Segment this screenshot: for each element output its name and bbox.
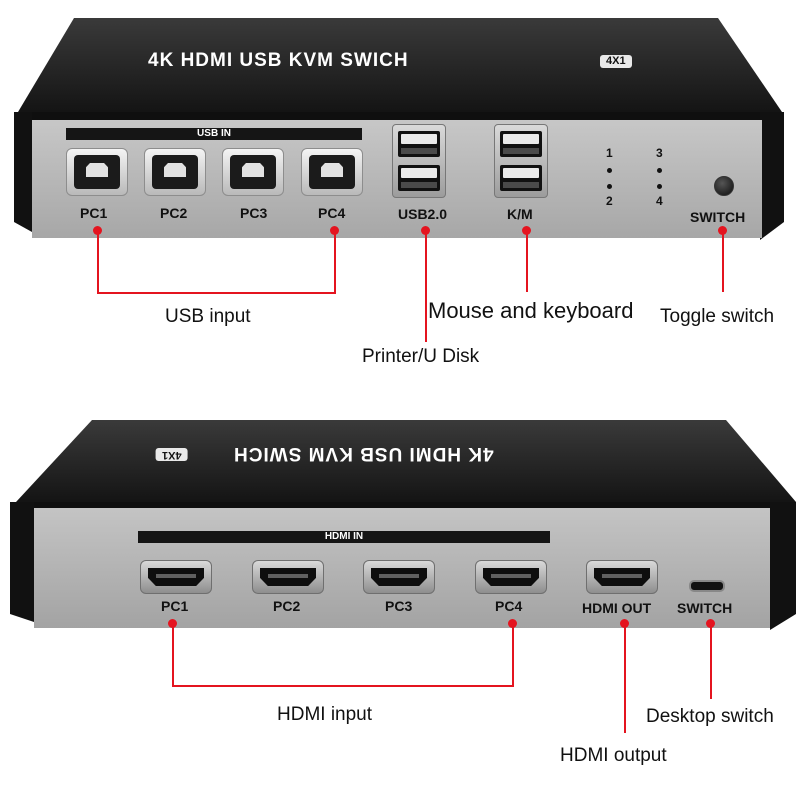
callout-mouse-keyboard: Mouse and keyboard bbox=[428, 298, 634, 323]
km-label: K/M bbox=[507, 206, 533, 222]
bottom-port-label-pc1: PC1 bbox=[161, 598, 189, 614]
top-device: 4K HDMI USB KVM SWICH 4X1 USB IN PC1 PC2… bbox=[0, 0, 800, 250]
top-port-label-pc2: PC2 bbox=[160, 205, 188, 221]
hdmi-port-pc1[interactable] bbox=[140, 560, 212, 594]
bottom-port-label-pc3: PC3 bbox=[385, 598, 413, 614]
indicator-4-led bbox=[657, 184, 662, 189]
usb2-port-stack[interactable] bbox=[392, 124, 446, 198]
usb-b-port-pc1[interactable] bbox=[66, 148, 128, 196]
callout-usb-input: USB input bbox=[165, 306, 251, 327]
desktop-switch-port[interactable] bbox=[689, 580, 725, 592]
indicator-4-label: 4 bbox=[656, 194, 663, 208]
callout-printer-udisk: Printer/U Disk bbox=[362, 346, 480, 367]
usb-in-bar: USB IN bbox=[66, 128, 362, 140]
top-badge: 4X1 bbox=[600, 55, 632, 68]
usb2-label: USB2.0 bbox=[398, 206, 448, 222]
usb-b-port-pc2[interactable] bbox=[144, 148, 206, 196]
top-port-label-pc3: PC3 bbox=[240, 205, 268, 221]
toggle-switch-button[interactable] bbox=[714, 176, 734, 196]
indicator-3-led bbox=[657, 168, 662, 173]
top-title: 4K HDMI USB KVM SWICH bbox=[148, 50, 409, 71]
usb-b-port-pc3[interactable] bbox=[222, 148, 284, 196]
bottom-device: 4K HDMI USB KVM SWICH 4X1 HDMI IN PC1 PC… bbox=[0, 400, 800, 650]
top-switch-label: SWITCH bbox=[690, 209, 746, 225]
hdmi-in-bar: HDMI IN bbox=[138, 531, 550, 543]
km-port-stack[interactable] bbox=[494, 124, 548, 198]
bottom-device-shell bbox=[10, 420, 796, 630]
indicator-1-label: 1 bbox=[606, 146, 613, 160]
hdmi-port-pc4[interactable] bbox=[475, 560, 547, 594]
callout-toggle-switch: Toggle switch bbox=[660, 306, 775, 327]
bottom-switch-label: SWITCH bbox=[677, 600, 733, 616]
bottom-title: 4K HDMI USB KVM SWICH bbox=[233, 443, 494, 464]
indicator-2-label: 2 bbox=[606, 194, 613, 208]
bottom-port-label-pc4: PC4 bbox=[495, 598, 523, 614]
indicator-3-label: 3 bbox=[656, 146, 663, 160]
callout-hdmi-input: HDMI input bbox=[277, 704, 373, 725]
bottom-port-label-pc2: PC2 bbox=[273, 598, 301, 614]
top-port-label-pc4: PC4 bbox=[318, 205, 346, 221]
indicator-2-led bbox=[607, 184, 612, 189]
hdmi-out-port[interactable] bbox=[586, 560, 658, 594]
top-port-label-pc1: PC1 bbox=[80, 205, 108, 221]
usb-b-port-pc4[interactable] bbox=[301, 148, 363, 196]
callout-desktop-switch: Desktop switch bbox=[646, 706, 774, 727]
hdmi-out-label: HDMI OUT bbox=[582, 600, 652, 616]
hdmi-port-pc2[interactable] bbox=[252, 560, 324, 594]
callout-hdmi-output: HDMI output bbox=[560, 745, 667, 766]
indicator-1-led bbox=[607, 168, 612, 173]
hdmi-port-pc3[interactable] bbox=[363, 560, 435, 594]
bottom-badge: 4X1 bbox=[156, 448, 188, 461]
